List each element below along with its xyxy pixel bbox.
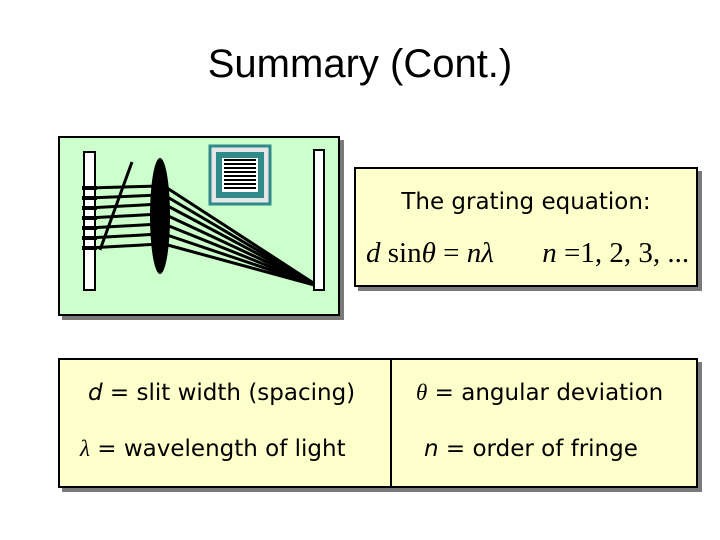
- grating-equation-box: The grating equation: d sinθ = nλ n =1, …: [354, 167, 698, 287]
- definition-theta-symbol: θ: [416, 380, 428, 405]
- definition-theta-text: angular deviation: [461, 380, 664, 406]
- fringe-pattern-inset: [208, 144, 272, 206]
- definition-lambda-symbol: λ: [80, 436, 90, 461]
- converging-rays: [163, 184, 319, 288]
- definitions-box: d = slit width (spacing) λ = wavelength …: [58, 358, 698, 488]
- wavefront-line: [98, 161, 134, 251]
- definition-n-text: order of fringe: [472, 436, 638, 462]
- definition-n-sep: =: [438, 436, 473, 462]
- eq-lambda: λ: [481, 237, 494, 269]
- eq-n: n: [466, 237, 482, 269]
- eq-d: d: [366, 237, 381, 269]
- grating-equation-formula: d sinθ = nλ n =1, 2, 3, ...: [366, 237, 696, 270]
- definition-lambda: λ = wavelength of light: [80, 436, 346, 462]
- eq-equals-1: =: [443, 237, 460, 269]
- incident-rays: [87, 184, 161, 250]
- definition-n: n = order of fringe: [424, 436, 638, 462]
- definition-lambda-text: wavelength of light: [123, 436, 346, 462]
- eq-equals-2: =: [564, 237, 581, 269]
- definition-theta: θ = angular deviation: [416, 380, 663, 406]
- grating-diagram: [58, 136, 340, 316]
- eq-sin: sin: [387, 237, 422, 269]
- grating-diagram-drawing: [82, 144, 325, 291]
- definitions-divider: [390, 360, 392, 486]
- screen-bar: [313, 149, 325, 291]
- slide-title: Summary (Cont.): [207, 42, 513, 86]
- definition-theta-sep: =: [427, 380, 462, 406]
- grating-bar: [83, 151, 96, 291]
- definition-lambda-sep: =: [89, 436, 124, 462]
- equation-heading: The grating equation:: [401, 189, 651, 215]
- definition-d-symbol: d: [88, 380, 103, 406]
- eq-theta: θ: [421, 237, 436, 269]
- eq-values: 1, 2, 3, ...: [580, 237, 690, 269]
- definition-n-symbol: n: [424, 436, 439, 462]
- definition-d: d = slit width (spacing): [88, 380, 355, 406]
- eq-n-order: n: [542, 237, 557, 269]
- definition-d-sep: =: [102, 380, 137, 406]
- definition-d-text: slit width (spacing): [136, 380, 356, 406]
